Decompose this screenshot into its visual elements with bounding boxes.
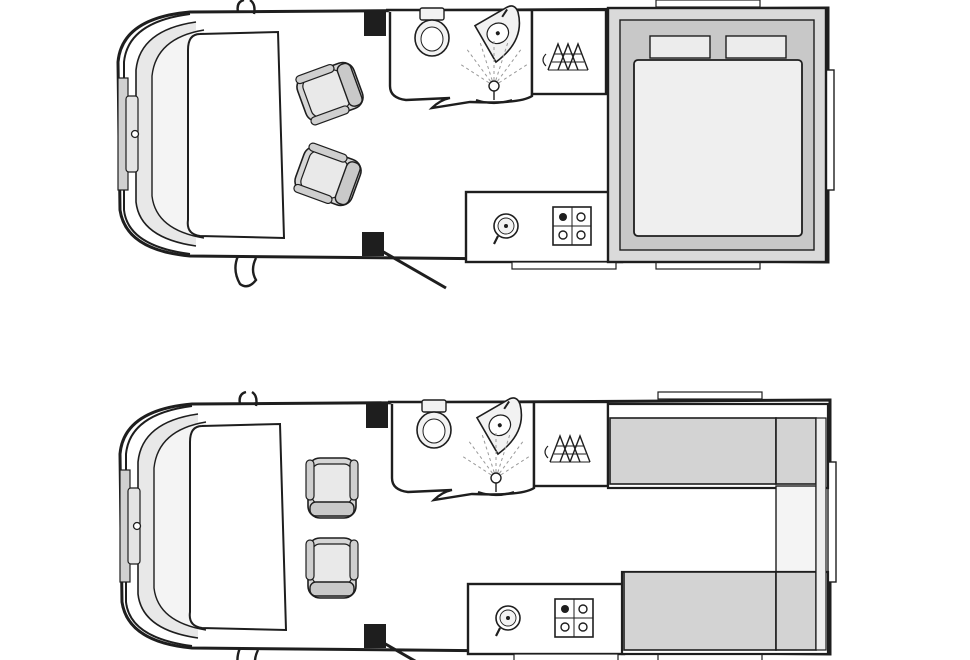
seat-icon [305,537,359,599]
hob-icon [554,598,594,638]
pillow-icon [649,35,711,59]
toilet-icon [416,399,452,449]
seat-icon [305,457,359,519]
pillow-icon [725,35,787,59]
floorplan-lounge-layout [118,390,838,660]
sofa-icon [606,402,830,656]
hob-icon [552,206,592,246]
toilet-icon [414,7,450,57]
bed-icon [606,6,828,264]
floorplan-bed-layout [116,0,836,290]
